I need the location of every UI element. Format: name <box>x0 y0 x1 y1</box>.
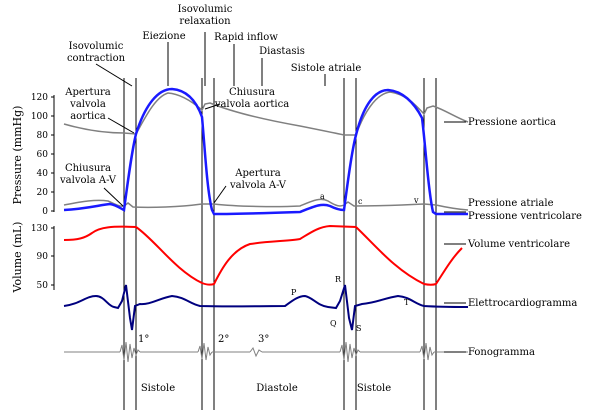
pressure-axis-label: Pressure (mmHg) <box>11 106 24 205</box>
legend-pressione-aortica: Pressione aortica <box>468 117 556 128</box>
volume-axis-label: Volume (mL) <box>11 222 24 294</box>
sound-label-2: 2° <box>218 334 229 345</box>
label-isovolumic-contraction-line1: Isovolumic <box>69 41 124 52</box>
phonogram-sound-1 <box>119 341 141 363</box>
label-rapid-inflow: Rapid inflow <box>214 32 278 43</box>
pressure-tick-100: 100 <box>31 112 48 122</box>
label-isovolumic-relaxation-line1: Isovolumic <box>178 4 233 15</box>
label-apertura-aortica-line2: valvola <box>69 99 106 110</box>
legend-pressione-ventricolare: Pressione ventricolare <box>468 211 582 222</box>
atrial-pressure-curve <box>63 198 469 211</box>
label-chiusura-aortica-line2: valvola aortica <box>214 99 289 110</box>
label-isovolumic-relaxation-line2: relaxation <box>179 16 231 27</box>
label-sistole-atriale: Sistole atriale <box>291 63 362 74</box>
volume-axis: 130 90 50 Volume (mL) <box>11 222 55 294</box>
ecg-label-S: S <box>356 324 361 333</box>
ventricular-volume-curve <box>63 224 463 286</box>
volume-tick-90: 90 <box>37 252 49 262</box>
pressure-tick-120: 120 <box>31 93 48 103</box>
phase-label-sistole-2: Sistole <box>357 383 391 394</box>
ecg-label-Q: Q <box>330 319 337 328</box>
volume-tick-130: 130 <box>31 224 48 234</box>
phonogram <box>64 341 468 363</box>
phonogram-sound-2-b <box>419 342 435 361</box>
phonogram-sound-2 <box>197 342 213 361</box>
ecg-label-R: R <box>335 275 342 284</box>
label-apertura-aortica-line1: Apertura <box>64 87 111 98</box>
volume-tick-50: 50 <box>37 281 49 291</box>
wave-label-c: c <box>358 197 363 206</box>
legend-elettrocardiogramma: Elettrocardiogramma <box>468 298 577 309</box>
ecg-label-P: P <box>291 288 297 297</box>
ecg-curve <box>63 284 469 331</box>
label-chiusura-av-line1: Chiusura <box>65 163 111 174</box>
pressure-axis: 120 100 80 60 40 20 0 Pressure (mmHg) <box>11 93 55 217</box>
legend-pressione-atriale: Pressione atriale <box>468 198 554 209</box>
pressure-tick-60: 60 <box>37 150 49 160</box>
label-apertura-av-line1: Apertura <box>234 168 281 179</box>
label-diastasis: Diastasis <box>259 46 305 57</box>
phase-label-sistole-1: Sistole <box>141 383 175 394</box>
event-lines <box>123 78 437 410</box>
legend-fonogramma: Fonogramma <box>468 347 535 358</box>
wave-label-v: v <box>413 196 419 205</box>
phonogram-sound-3 <box>249 346 263 358</box>
phonogram-sound-1-b <box>339 341 361 363</box>
wave-label-a: a <box>320 192 325 201</box>
label-apertura-av-line2: valvola A-V <box>229 180 287 191</box>
label-isovolumic-contraction-line2: contraction <box>67 53 126 64</box>
phase-label-diastole: Diastole <box>256 383 298 394</box>
ventricular-pressure-curve <box>63 87 468 216</box>
pressure-tick-40: 40 <box>37 169 49 179</box>
label-apertura-aortica-line3: aortica <box>70 111 106 122</box>
pressure-tick-20: 20 <box>37 188 49 198</box>
pointer-lines <box>95 32 466 353</box>
pressure-tick-0: 0 <box>42 207 48 217</box>
legend-volume-ventricolare: Volume ventricolare <box>467 239 570 250</box>
label-eiezione: Eiezione <box>142 31 185 42</box>
label-chiusura-av-line2: valvola A-V <box>59 175 117 186</box>
pressure-tick-80: 80 <box>37 131 49 141</box>
label-chiusura-aortica-line1: Chiusura <box>229 87 275 98</box>
sound-label-3: 3° <box>258 334 269 345</box>
sound-label-1: 1° <box>138 334 149 345</box>
ecg-label-T: T <box>404 298 410 307</box>
aortic-pressure-curve <box>63 91 469 136</box>
